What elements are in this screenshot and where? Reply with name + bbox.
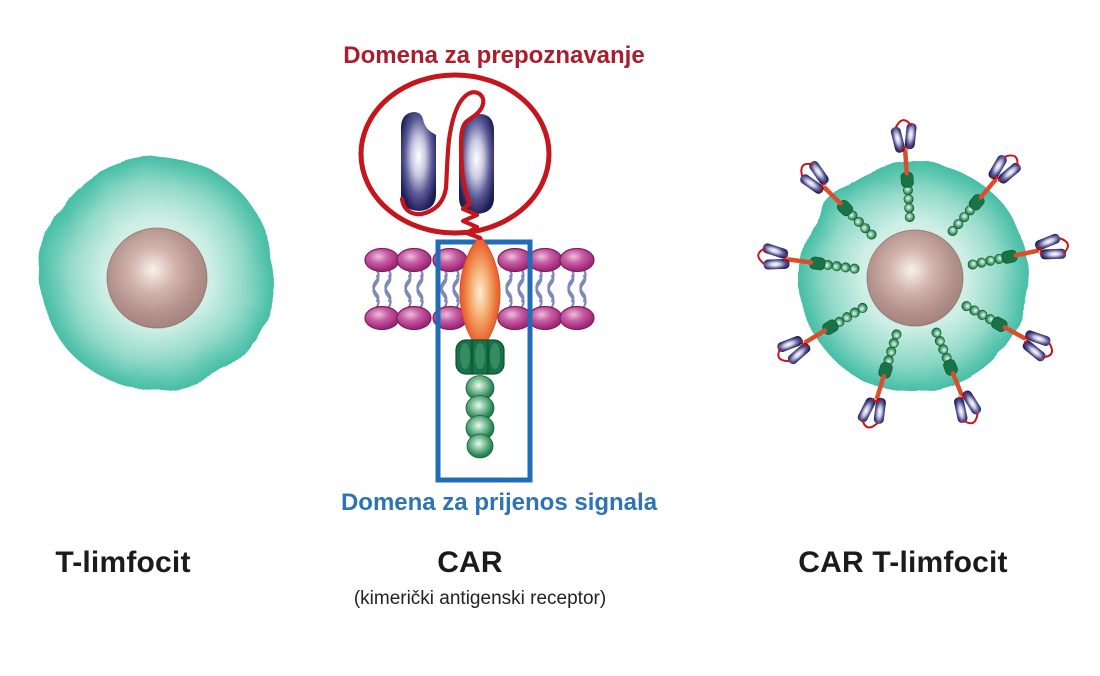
phospholipid-head [364, 247, 400, 273]
lipid-tail [416, 274, 424, 310]
panel-label-t-limfocit: T-limfocit [55, 546, 191, 579]
phospholipid-head [527, 247, 563, 273]
lipid-tail [372, 274, 380, 310]
lipid-tail [517, 274, 525, 310]
lipid-tail [567, 274, 575, 310]
nucleus [866, 229, 964, 327]
scfv-right-lobe [459, 114, 494, 214]
lipid-tail [505, 274, 513, 310]
lipid-tail [404, 274, 412, 310]
transmembrane-domain [459, 235, 501, 350]
phospholipid-head [396, 247, 432, 273]
lipid-tail [440, 274, 448, 310]
car-t-cell-graphic [756, 119, 1070, 431]
phospholipid-head [559, 305, 595, 331]
scfv-left-lobe [401, 112, 436, 211]
lipid-tail [579, 274, 587, 310]
recognition-domain-ellipse [358, 72, 552, 236]
phospholipid-head [559, 247, 595, 273]
lipid-tail [384, 274, 392, 310]
linker-line [399, 90, 486, 241]
lipid-tail [535, 274, 543, 310]
recognition-domain-label: Domena za prepoznavanje [343, 42, 645, 69]
signaling-domain-beads [455, 339, 505, 459]
panel-label-car: CAR [437, 546, 503, 579]
phospholipid-head [497, 247, 533, 273]
t-cell-graphic [40, 157, 274, 391]
phospholipid-head [527, 305, 563, 331]
signaling-domain-label: Domena za prijenos signala [340, 489, 658, 516]
panel-label-car-t-limfocit: CAR T-limfocit [798, 546, 1008, 579]
panel-sublabel-car: (kimerički antigenski receptor) [353, 588, 607, 609]
car-receptor-diagram [358, 72, 595, 483]
lipid-tail [547, 274, 555, 310]
cell-membrane-bilayer [364, 247, 595, 331]
phospholipid-head [364, 305, 400, 331]
phospholipid-head [497, 305, 533, 331]
lipid-tail [452, 274, 460, 310]
nucleus [106, 227, 208, 329]
phospholipid-head [396, 305, 432, 331]
